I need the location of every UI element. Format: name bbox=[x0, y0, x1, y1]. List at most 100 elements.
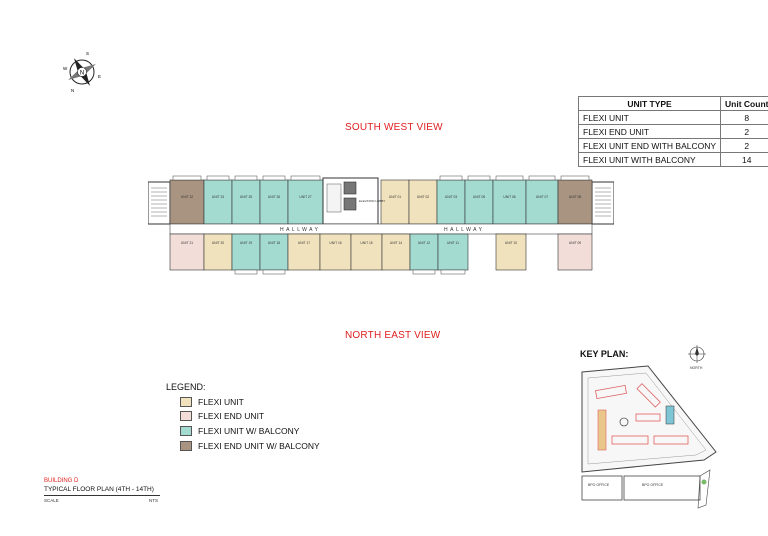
elevator-shaft bbox=[343, 181, 357, 195]
unit-unit-09 bbox=[557, 233, 593, 271]
scale-label: SCALE bbox=[44, 498, 59, 503]
service-room bbox=[326, 183, 342, 213]
balcony bbox=[440, 269, 466, 275]
unit-label: UNIT 09 bbox=[569, 241, 581, 245]
unit-label: UNIT 05 bbox=[473, 195, 485, 199]
bpo-office-label: BPO OFFICE bbox=[642, 483, 664, 487]
legend-item: FLEXI END UNIT W/ BALCONY bbox=[180, 440, 320, 452]
site-boundary bbox=[581, 365, 717, 473]
unit-unit-05 bbox=[464, 179, 494, 225]
unit-label: UNIT 26 bbox=[268, 195, 280, 199]
nts-label: NTS bbox=[149, 498, 158, 503]
legend-title: LEGEND: bbox=[166, 382, 206, 392]
north-arrow-icon bbox=[688, 345, 706, 363]
table-header: Unit Count bbox=[720, 96, 768, 111]
unit-unit-23 bbox=[203, 179, 233, 225]
south-west-view-label: SOUTH WEST VIEW bbox=[345, 122, 443, 133]
building-block bbox=[636, 383, 661, 408]
highlight-building bbox=[665, 405, 675, 425]
table-row: FLEXI UNIT END WITH BALCONY 2 bbox=[577, 138, 768, 153]
table-row: FLEXI UNIT WITH BALCONY 14 bbox=[577, 152, 768, 167]
unit-unit-10 bbox=[495, 233, 527, 271]
stair-right-treads bbox=[595, 187, 611, 217]
elevator-lobby-label: ELEVATOR LOBBY bbox=[359, 199, 385, 203]
key-plan-title: KEY PLAN: bbox=[580, 349, 629, 359]
compass-letter-w: W bbox=[63, 66, 68, 71]
balcony bbox=[412, 269, 436, 275]
unit-count-cell: 2 bbox=[720, 138, 768, 153]
elevator-shaft bbox=[343, 197, 357, 211]
compass-rose-icon: N S W N E bbox=[63, 51, 101, 93]
bpo-office-block bbox=[581, 475, 623, 501]
legend-label: FLEXI UNIT W/ BALCONY bbox=[198, 426, 300, 436]
unit-unit-16 bbox=[319, 233, 352, 271]
unit-label: UNIT 06 bbox=[503, 195, 515, 199]
legend-label: FLEXI END UNIT W/ BALCONY bbox=[198, 441, 320, 451]
building-block bbox=[611, 435, 649, 445]
unit-label: UNIT 22 bbox=[181, 195, 193, 199]
building-label: BUILDING D bbox=[44, 478, 79, 484]
unit-unit-08 bbox=[557, 179, 593, 225]
unit-label: UNIT 27 bbox=[299, 195, 311, 199]
unit-label: UNIT 18 bbox=[268, 241, 280, 245]
legend-item: FLEXI UNIT bbox=[180, 396, 244, 408]
unit-label: UNIT 10 bbox=[505, 241, 517, 245]
balcony bbox=[262, 269, 286, 275]
unit-unit-03 bbox=[436, 179, 466, 225]
stair-right bbox=[591, 181, 614, 225]
table-header: UNIT TYPE bbox=[577, 96, 722, 111]
unit-label: UNIT 11 bbox=[447, 241, 459, 245]
bpo-office-label: BPO OFFICE bbox=[588, 483, 610, 487]
unit-unit-14 bbox=[381, 233, 411, 271]
swatch-flexi-end-balcony bbox=[180, 441, 192, 451]
key-plan-drawing: NORTH BPO OFFICE BPO OFFICE bbox=[581, 345, 717, 509]
unit-type-cell: FLEXI UNIT bbox=[577, 110, 722, 125]
balcony bbox=[467, 175, 491, 181]
unit-label: UNIT 15 bbox=[360, 241, 372, 245]
unit-unit-07 bbox=[525, 179, 559, 225]
unit-unit-01 bbox=[380, 179, 410, 225]
table-row: FLEXI END UNIT 2 bbox=[577, 124, 768, 139]
unit-label: UNIT 17 bbox=[298, 241, 310, 245]
unit-count-cell: 8 bbox=[720, 110, 768, 125]
north-east-view-label: NORTH EAST VIEW bbox=[345, 330, 441, 341]
balcony bbox=[439, 175, 463, 181]
site-inner bbox=[587, 372, 707, 465]
unit-count-cell: 2 bbox=[720, 124, 768, 139]
unit-label: UNIT 12 bbox=[418, 241, 430, 245]
unit-unit-22 bbox=[169, 179, 205, 225]
balcony bbox=[528, 175, 556, 181]
unit-label: UNIT 25 bbox=[240, 195, 252, 199]
legend-label: FLEXI END UNIT bbox=[198, 411, 265, 421]
unit-label: UNIT 07 bbox=[536, 195, 548, 199]
stair-left-treads bbox=[151, 187, 167, 217]
legend-item: FLEXI END UNIT bbox=[180, 410, 264, 422]
compass-letter-n: N bbox=[71, 88, 74, 93]
unit-unit-06 bbox=[492, 179, 527, 225]
balcony bbox=[234, 269, 258, 275]
unit-unit-12 bbox=[409, 233, 439, 271]
building-block bbox=[653, 435, 689, 445]
balcony bbox=[262, 175, 286, 181]
unit-label: UNIT 03 bbox=[445, 195, 457, 199]
unit-label: UNIT 14 bbox=[390, 241, 402, 245]
table-row: FLEXI UNIT 8 bbox=[577, 110, 768, 125]
building-block bbox=[597, 409, 607, 451]
bpo-office-block bbox=[623, 475, 701, 501]
unit-label: UNIT 16 bbox=[329, 241, 341, 245]
unit-count-cell: 14 bbox=[720, 152, 768, 167]
unit-label: UNIT 19 bbox=[240, 241, 252, 245]
balcony bbox=[234, 175, 258, 181]
unit-unit-15 bbox=[350, 233, 383, 271]
swatch-flexi-unit bbox=[180, 397, 192, 407]
table-header-row: UNIT TYPE Unit Count bbox=[577, 96, 768, 111]
unit-label: UNIT 20 bbox=[212, 241, 224, 245]
compass-letter-e: E bbox=[98, 74, 101, 79]
unit-unit-26 bbox=[259, 179, 289, 225]
balcony bbox=[290, 175, 321, 181]
balcony bbox=[495, 175, 524, 181]
hallway-label-left: HALLWAY bbox=[280, 227, 320, 233]
balcony bbox=[206, 175, 230, 181]
unit-unit-21 bbox=[169, 233, 205, 271]
unit-label: UNIT 21 bbox=[181, 241, 193, 245]
